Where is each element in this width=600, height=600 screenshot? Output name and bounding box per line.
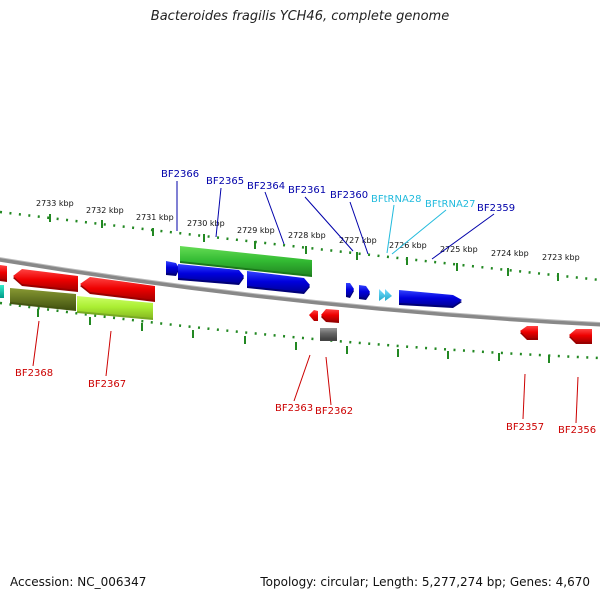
gene-label-bf2356: BF2356	[558, 425, 596, 436]
teal-feature[interactable]	[0, 285, 4, 298]
gene-label-bf2363: BF2363	[275, 403, 313, 414]
gene-arrow-bf2359[interactable]	[399, 290, 462, 308]
gene-label-bf2368: BF2368	[15, 368, 53, 379]
gene-arrow-bf2363[interactable]	[309, 310, 318, 321]
gene-arrow-left-edge[interactable]	[0, 265, 7, 282]
feature-grey[interactable]	[320, 328, 337, 341]
gene-arrow-bf2357[interactable]	[520, 326, 538, 340]
map-title: Bacteroides fragilis YCH46, complete gen…	[150, 9, 450, 24]
gene-arrow-bf2365[interactable]	[178, 264, 244, 285]
leader-lines-bottom	[32, 320, 579, 424]
accession-text: Accession: NC_006347	[10, 575, 147, 589]
scale-label: 2728 kbp	[288, 231, 326, 240]
gene-label-bf2361: BF2361	[288, 185, 326, 196]
gene-arrow-bf2366[interactable]	[166, 261, 179, 276]
genome-summary-text: Topology: circular; Length: 5,277,274 bp…	[260, 575, 590, 589]
gene-label-bf2364: BF2364	[247, 181, 285, 192]
gene-label-bftrna28: BFtRNA28	[371, 194, 422, 205]
gene-arrow-bf2364[interactable]	[247, 271, 310, 294]
scale-label: 2725 kbp	[440, 245, 478, 254]
gene-label-bf2357: BF2357	[506, 422, 544, 433]
gene-arrow-red-1[interactable]	[13, 269, 78, 292]
scale-label: 2727 kbp	[339, 236, 377, 245]
scale-label: 2726 kbp	[389, 241, 427, 250]
gene-arrow-bf2362[interactable]	[321, 309, 339, 323]
gene-arrow-bf2361[interactable]	[346, 283, 354, 298]
trna-arrow-bftrna27[interactable]	[385, 289, 392, 301]
gene-label-bftrna27: BFtRNA27	[425, 199, 476, 210]
gene-label-bf2359: BF2359	[477, 203, 515, 214]
leader-lines-top	[176, 181, 495, 260]
upper-scale-ticks	[49, 214, 559, 281]
scale-label: 2733 kbp	[36, 199, 74, 208]
gene-arrow-bf2356[interactable]	[569, 329, 592, 344]
gene-label-bf2365: BF2365	[206, 176, 244, 187]
trna-arrow-bftrna28[interactable]	[379, 289, 386, 301]
gene-label-bf2360: BF2360	[330, 190, 368, 201]
gene-arrow-red-2[interactable]	[80, 277, 155, 302]
green-feature[interactable]	[180, 246, 312, 277]
scale-label: 2730 kbp	[187, 219, 225, 228]
gene-arrow-bf2360[interactable]	[359, 285, 370, 300]
genome-backbone-highlight	[0, 257, 600, 323]
feature-bf2368[interactable]	[10, 288, 76, 311]
scale-label: 2731 kbp	[136, 213, 174, 222]
lower-scale-ticks	[37, 309, 550, 363]
gene-label-bf2362: BF2362	[315, 406, 353, 417]
scale-label: 2729 kbp	[237, 226, 275, 235]
genome-backbone	[0, 257, 600, 327]
gene-label-bf2366: BF2366	[161, 169, 199, 180]
feature-bf2367[interactable]	[77, 296, 153, 320]
gene-label-bf2367: BF2367	[88, 379, 126, 390]
scale-label: 2724 kbp	[491, 249, 529, 258]
scale-label: 2723 kbp	[542, 253, 580, 262]
scale-label: 2732 kbp	[86, 206, 124, 215]
